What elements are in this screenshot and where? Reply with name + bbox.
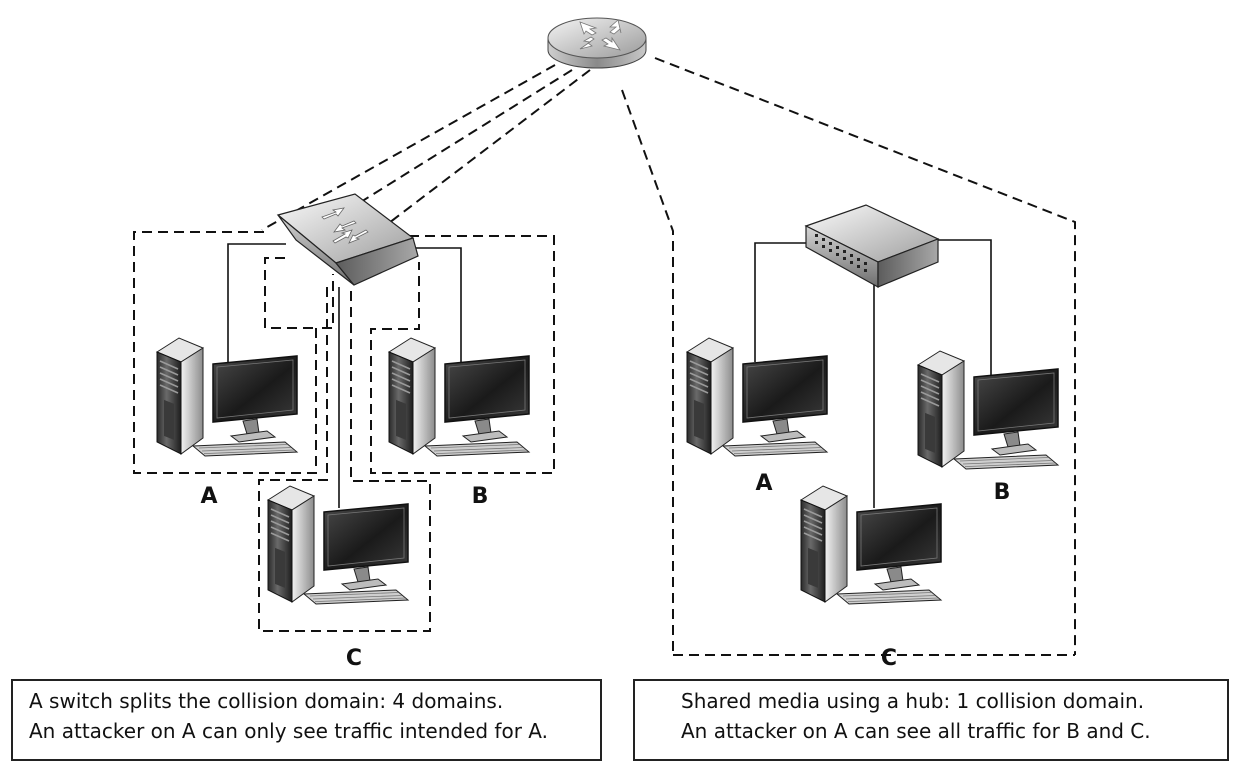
domain-c-boundary: [258, 287, 431, 632]
switch-domains: [133, 231, 555, 632]
computer-icon: [800, 485, 942, 605]
domain-inner-boundary: [264, 257, 316, 329]
domain-a-boundary: [133, 231, 334, 474]
hub-wires: [754, 239, 992, 508]
wire-switch-to-b: [404, 247, 462, 363]
hub-icon: [804, 204, 940, 289]
computer-icon: [267, 485, 409, 605]
router-links: [261, 57, 1076, 656]
domain-b-boundary: [370, 235, 555, 474]
switch-caption-line-2: An attacker on A can only see traffic in…: [29, 719, 548, 743]
hub-caption-line-1: Shared media using a hub: 1 collision do…: [681, 689, 1145, 713]
switch-wires: [227, 243, 462, 508]
hub-caption-box: Shared media using a hub: 1 collision do…: [633, 679, 1229, 761]
switch-side-label-c: C: [346, 646, 362, 671]
switch-side-label-b: B: [472, 484, 489, 509]
computer-icon: [686, 337, 828, 457]
router-icon: [547, 17, 647, 69]
switch-side-label-a: A: [200, 484, 217, 509]
router-to-switch-link-b: [323, 69, 573, 226]
router-to-hub-domain-right: [654, 57, 1076, 655]
wire-switch-to-a: [227, 243, 286, 362]
router-to-hub-domain-left: [621, 89, 674, 655]
switch-icon: [276, 193, 419, 286]
wire-hub-to-b: [934, 239, 992, 376]
hub-side-label-b: B: [994, 480, 1011, 505]
switch-caption-line-1: A switch splits the collision domain: 4 …: [29, 689, 504, 713]
computer-icon: [156, 337, 298, 457]
router-to-switch-link-c: [384, 69, 591, 227]
hub-side-label-c: C: [881, 646, 897, 671]
computer-icon: [388, 337, 530, 457]
computer-icon: [917, 350, 1059, 470]
hub-caption-line-2: An attacker on A can see all traffic for…: [681, 719, 1151, 743]
wire-hub-to-a: [754, 242, 808, 362]
hub-side-label-a: A: [755, 471, 772, 496]
switch-caption-box: A switch splits the collision domain: 4 …: [11, 679, 602, 761]
router-to-switch-link-a: [261, 64, 556, 231]
